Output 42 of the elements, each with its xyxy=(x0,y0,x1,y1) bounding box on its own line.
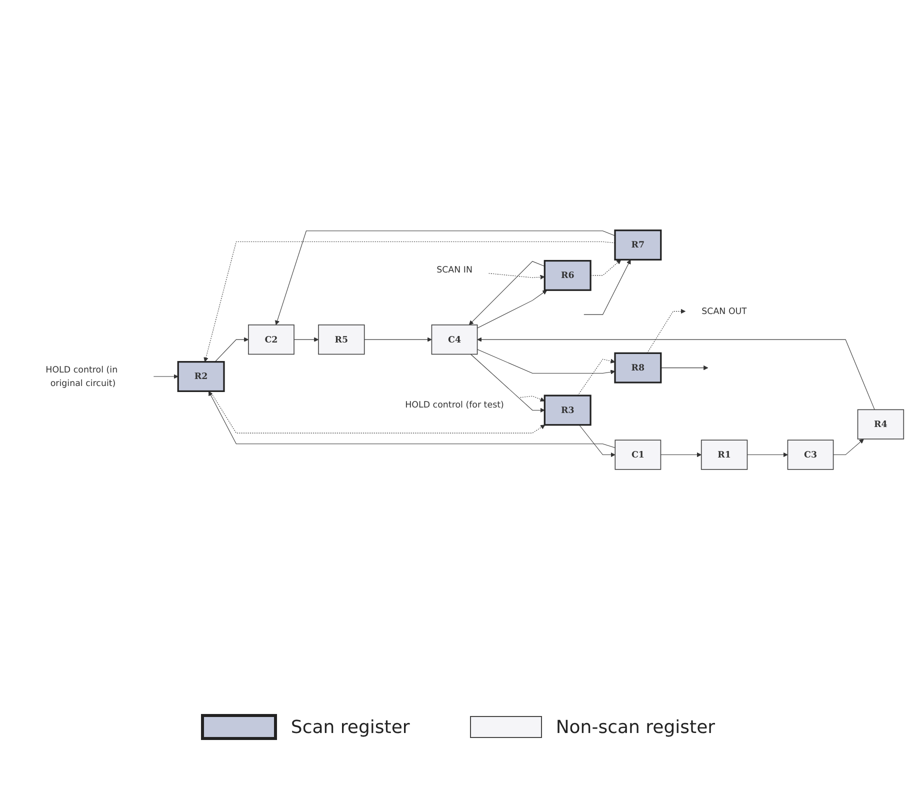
arrow xyxy=(468,261,545,326)
arrow xyxy=(646,309,686,354)
arrow xyxy=(660,366,708,370)
legend-label: Scan register xyxy=(290,716,410,738)
arrow xyxy=(208,391,616,448)
arrow xyxy=(294,337,319,342)
arrow xyxy=(584,260,631,315)
signal-label: SCAN OUT xyxy=(702,306,747,316)
register-box: C3 xyxy=(787,440,834,470)
arrow xyxy=(477,337,875,410)
signal-label: SCAN IN xyxy=(436,264,472,275)
arrow xyxy=(477,349,616,374)
register-box: C2 xyxy=(248,324,294,355)
signal-label: HOLD control (for test) xyxy=(405,399,504,410)
arrow xyxy=(204,242,616,362)
arrow xyxy=(746,452,788,458)
arrow xyxy=(577,358,616,396)
register-box: R7 xyxy=(614,230,662,261)
register-box: C4 xyxy=(431,324,478,355)
signal-label: HOLD control (in original circuit) xyxy=(46,364,118,388)
register-box: R2 xyxy=(177,361,225,392)
arrow xyxy=(477,290,548,328)
register-box: R1 xyxy=(700,440,748,470)
arrow xyxy=(153,374,178,379)
register-box: R4 xyxy=(857,409,904,440)
arrow xyxy=(210,391,546,434)
legend-label: Non-scan register xyxy=(556,716,716,738)
register-box: R3 xyxy=(544,394,592,426)
register-box: R8 xyxy=(614,352,662,384)
register-box: R5 xyxy=(318,324,365,355)
arrow xyxy=(214,337,249,362)
arrow xyxy=(833,438,864,456)
arrow xyxy=(520,396,545,402)
arrow xyxy=(275,230,616,326)
register-box: R6 xyxy=(544,260,592,292)
arrow xyxy=(660,452,702,458)
register-box: C1 xyxy=(614,440,662,470)
arrow xyxy=(488,273,545,280)
arrow xyxy=(470,354,545,413)
arrow xyxy=(364,337,432,342)
arrow xyxy=(590,260,622,276)
arrow xyxy=(578,424,616,458)
